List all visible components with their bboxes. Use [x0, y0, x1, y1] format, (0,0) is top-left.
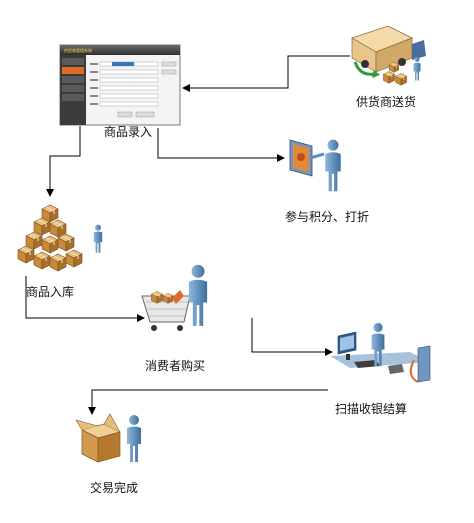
label-checkout: 扫描收银结算	[335, 401, 407, 416]
arrow-supplier-to-entry	[182, 55, 350, 92]
arrow-checkout-to-done	[88, 389, 328, 415]
product-entry-window: 供货商管理系统	[59, 44, 181, 126]
label-warehouse: 商品入库	[26, 284, 74, 299]
warehouse-boxes-icon	[17, 204, 103, 272]
label-transaction-done: 交易完成	[90, 480, 138, 495]
supplier-truck-icon	[351, 25, 426, 86]
arrow-warehouse-to-consumer	[25, 276, 145, 322]
label-consumer: 消费者购买	[145, 358, 205, 373]
transaction-done-icon	[75, 413, 141, 463]
arrow-entry-to-points	[157, 128, 285, 162]
consumer-cart-icon	[141, 264, 208, 331]
label-points-discount: 参与积分、打折	[285, 209, 369, 224]
checkout-counter-icon	[330, 322, 431, 383]
points-discount-icon	[289, 139, 341, 192]
flow-arrows	[25, 55, 350, 415]
label-supplier: 供货商送货	[356, 94, 416, 109]
label-product-entry: 商品录入	[104, 124, 152, 139]
arrow-entry-to-warehouse	[46, 126, 81, 197]
svg-text:供货商管理系统: 供货商管理系统	[64, 47, 92, 53]
arrow-consumer-to-checkout	[251, 318, 333, 356]
